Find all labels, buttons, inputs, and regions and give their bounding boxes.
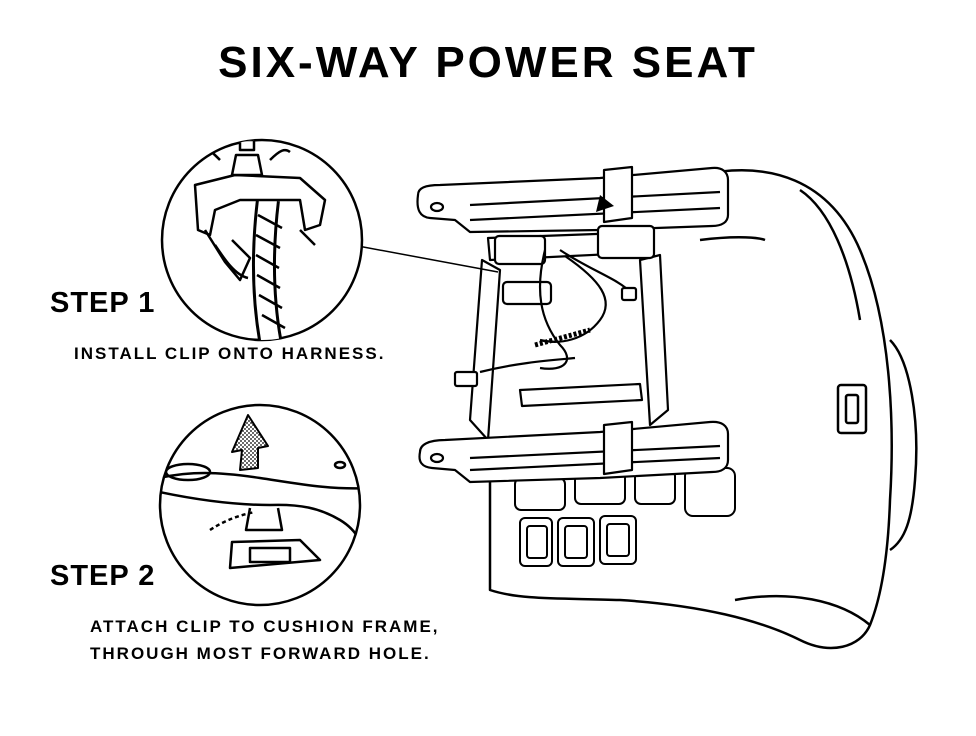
seat-switch	[836, 383, 868, 435]
step-2-line-2: THROUGH MOST FORWARD HOLE.	[90, 644, 431, 663]
step-2-line-1: ATTACH CLIP TO CUSHION FRAME,	[90, 617, 440, 636]
detail-view-step-2	[158, 403, 362, 607]
detail-leader-line	[357, 245, 499, 273]
step-1-heading: STEP 1	[50, 287, 156, 319]
wiring-harness	[453, 249, 638, 388]
direction-arrow-icon	[231, 414, 269, 471]
cushion-frame-cutouts	[514, 467, 736, 567]
step-2-instruction: ATTACH CLIP TO CUSHION FRAME, THROUGH MO…	[90, 613, 440, 667]
diagram-title: SIX-WAY POWER SEAT	[218, 38, 758, 87]
hole-arrow-icon	[596, 195, 614, 212]
harness-connector	[453, 370, 479, 388]
step-1-instruction: INSTALL CLIP ONTO HARNESS.	[74, 344, 386, 363]
step-2-heading: STEP 2	[50, 560, 156, 592]
detail-view-step-1	[160, 138, 364, 342]
seat-cushion	[488, 169, 918, 650]
seat-frame	[416, 165, 730, 484]
